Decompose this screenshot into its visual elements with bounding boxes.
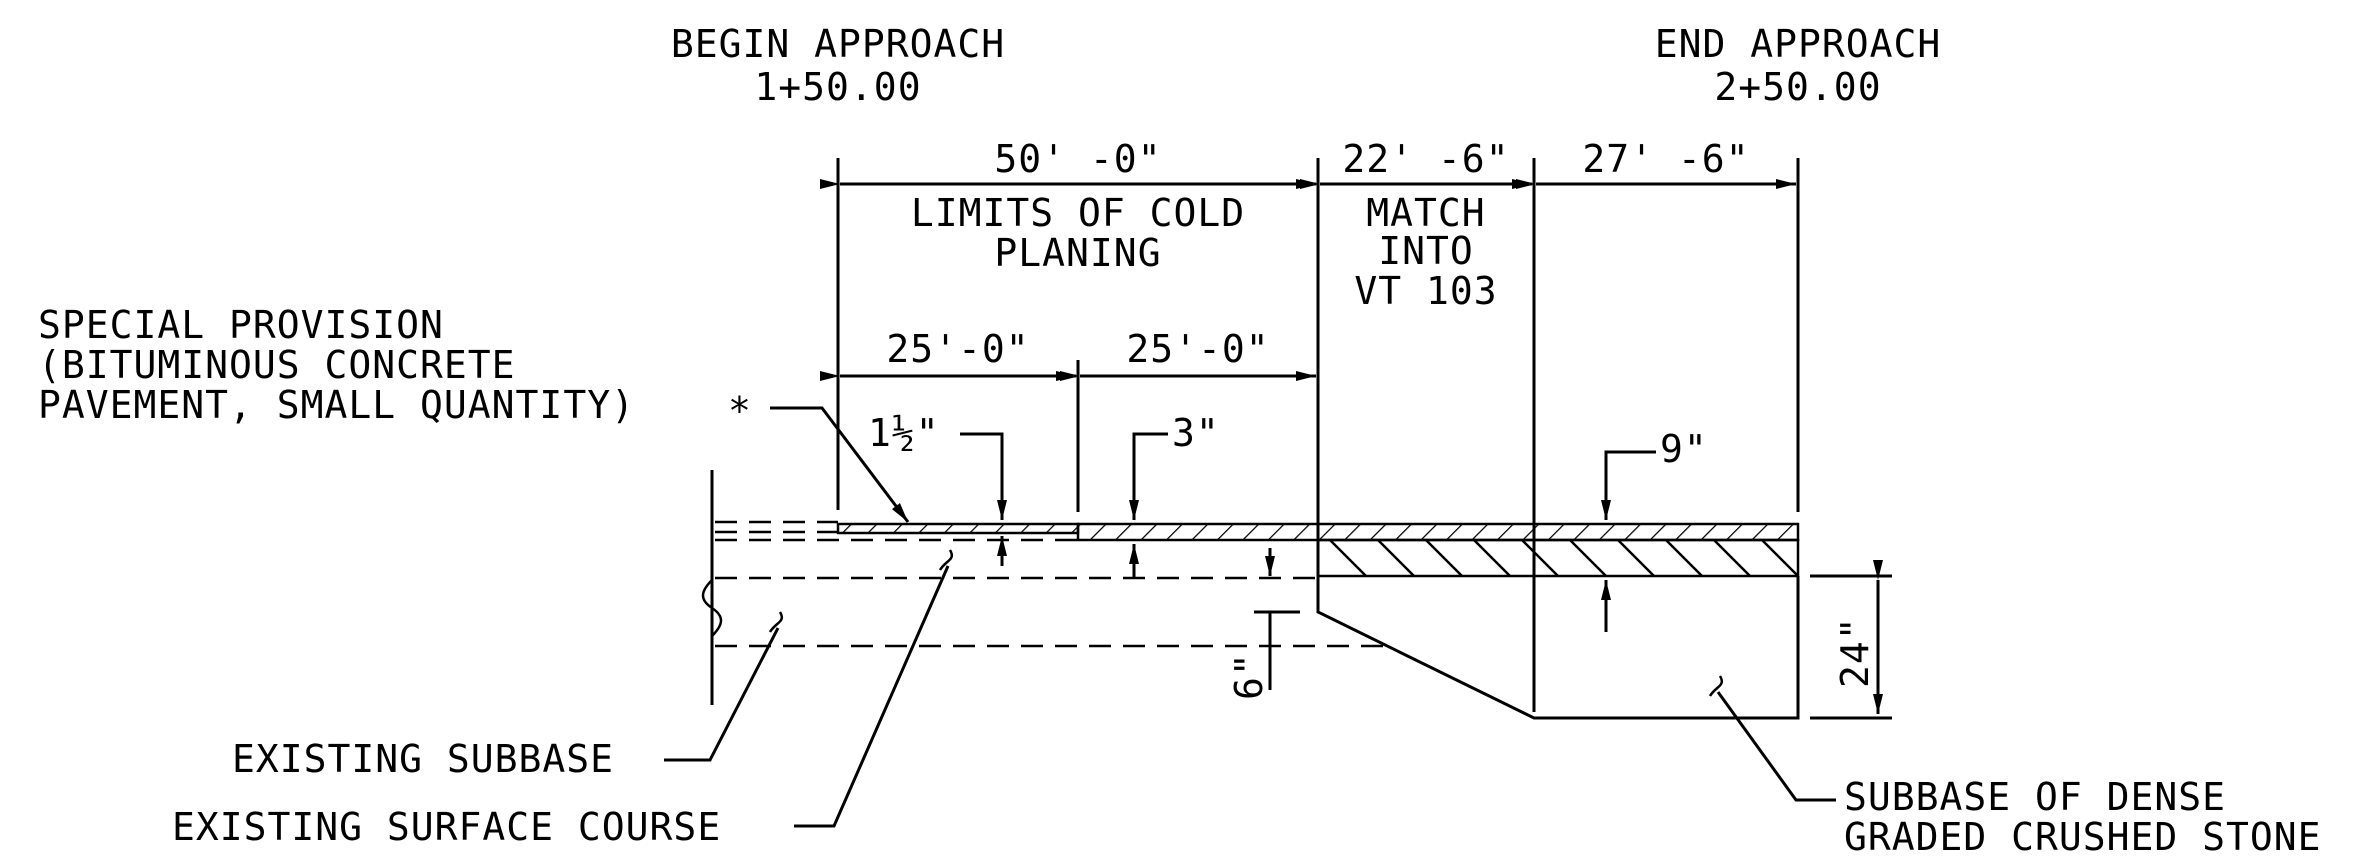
- new-subbase-label-line1: SUBBASE OF DENSE: [1844, 775, 2226, 819]
- half-length-label-1: 25'-0": [886, 327, 1029, 371]
- special-provision-leader: [770, 406, 910, 523]
- cold-planing-label-line1: LIMITS OF COLD: [911, 191, 1245, 235]
- depth-9-label: 9": [1660, 427, 1708, 471]
- cold-planing-length-label: 50' -0": [994, 137, 1161, 181]
- match-label-line3: VT 103: [1354, 269, 1497, 313]
- depth-9-leader: [1601, 450, 1656, 520]
- begin-approach-station: 1+50.00: [754, 65, 921, 109]
- cold-planing-label-line2: PLANING: [994, 231, 1161, 275]
- leader-squiggle-icon: [938, 549, 954, 571]
- match-label-line2: INTO: [1378, 229, 1474, 273]
- new-subbase-leader: [1716, 691, 1836, 802]
- existing-subbase-leader: [664, 627, 780, 762]
- depth-3-label: 3": [1172, 411, 1220, 455]
- overlay-1-5-inch-hatch: [836, 522, 1080, 535]
- existing-surface-course-label: EXISTING SURFACE COURSE: [172, 805, 721, 849]
- depth-1-5-label: 1½": [868, 411, 940, 455]
- new-subbase-label-line2: GRADED CRUSHED STONE: [1844, 815, 2322, 859]
- begin-approach-title: BEGIN APPROACH: [671, 22, 1005, 66]
- leader-squiggle-icon: [1708, 675, 1724, 697]
- half-length-label-2: 25'-0": [1126, 327, 1269, 371]
- existing-subbase-label: EXISTING SUBBASE: [232, 737, 614, 781]
- end-approach-station: 2+50.00: [1714, 65, 1881, 109]
- break-line-icon: [701, 579, 723, 637]
- match-label-line1: MATCH: [1366, 191, 1485, 235]
- depth-3-leader: [1129, 432, 1168, 520]
- new-subbase-outline: [1316, 576, 1800, 720]
- special-provision-line1: SPECIAL PROVISION: [38, 303, 444, 347]
- depth-24-label: 24": [1833, 616, 1877, 688]
- depth-1-5-leader: [960, 432, 1007, 520]
- depth-6-label: 6": [1227, 652, 1271, 700]
- overlay-3-inch-hatch: [1076, 522, 1800, 542]
- end-approach-title: END APPROACH: [1655, 22, 1942, 66]
- existing-surface-course-leader: [794, 565, 950, 828]
- end-length-label: 27' -6": [1582, 137, 1749, 181]
- special-provision-asterisk: *: [728, 389, 752, 433]
- base-course-outline: [1316, 538, 1800, 578]
- match-length-label: 22' -6": [1342, 137, 1509, 181]
- special-provision-line2: (BITUMINOUS CONCRETE: [38, 343, 516, 387]
- leader-squiggle-icon: [768, 611, 784, 633]
- diagonal-hatch-icon: [1329, 539, 1798, 576]
- special-provision-line3: PAVEMENT, SMALL QUANTITY): [38, 383, 635, 427]
